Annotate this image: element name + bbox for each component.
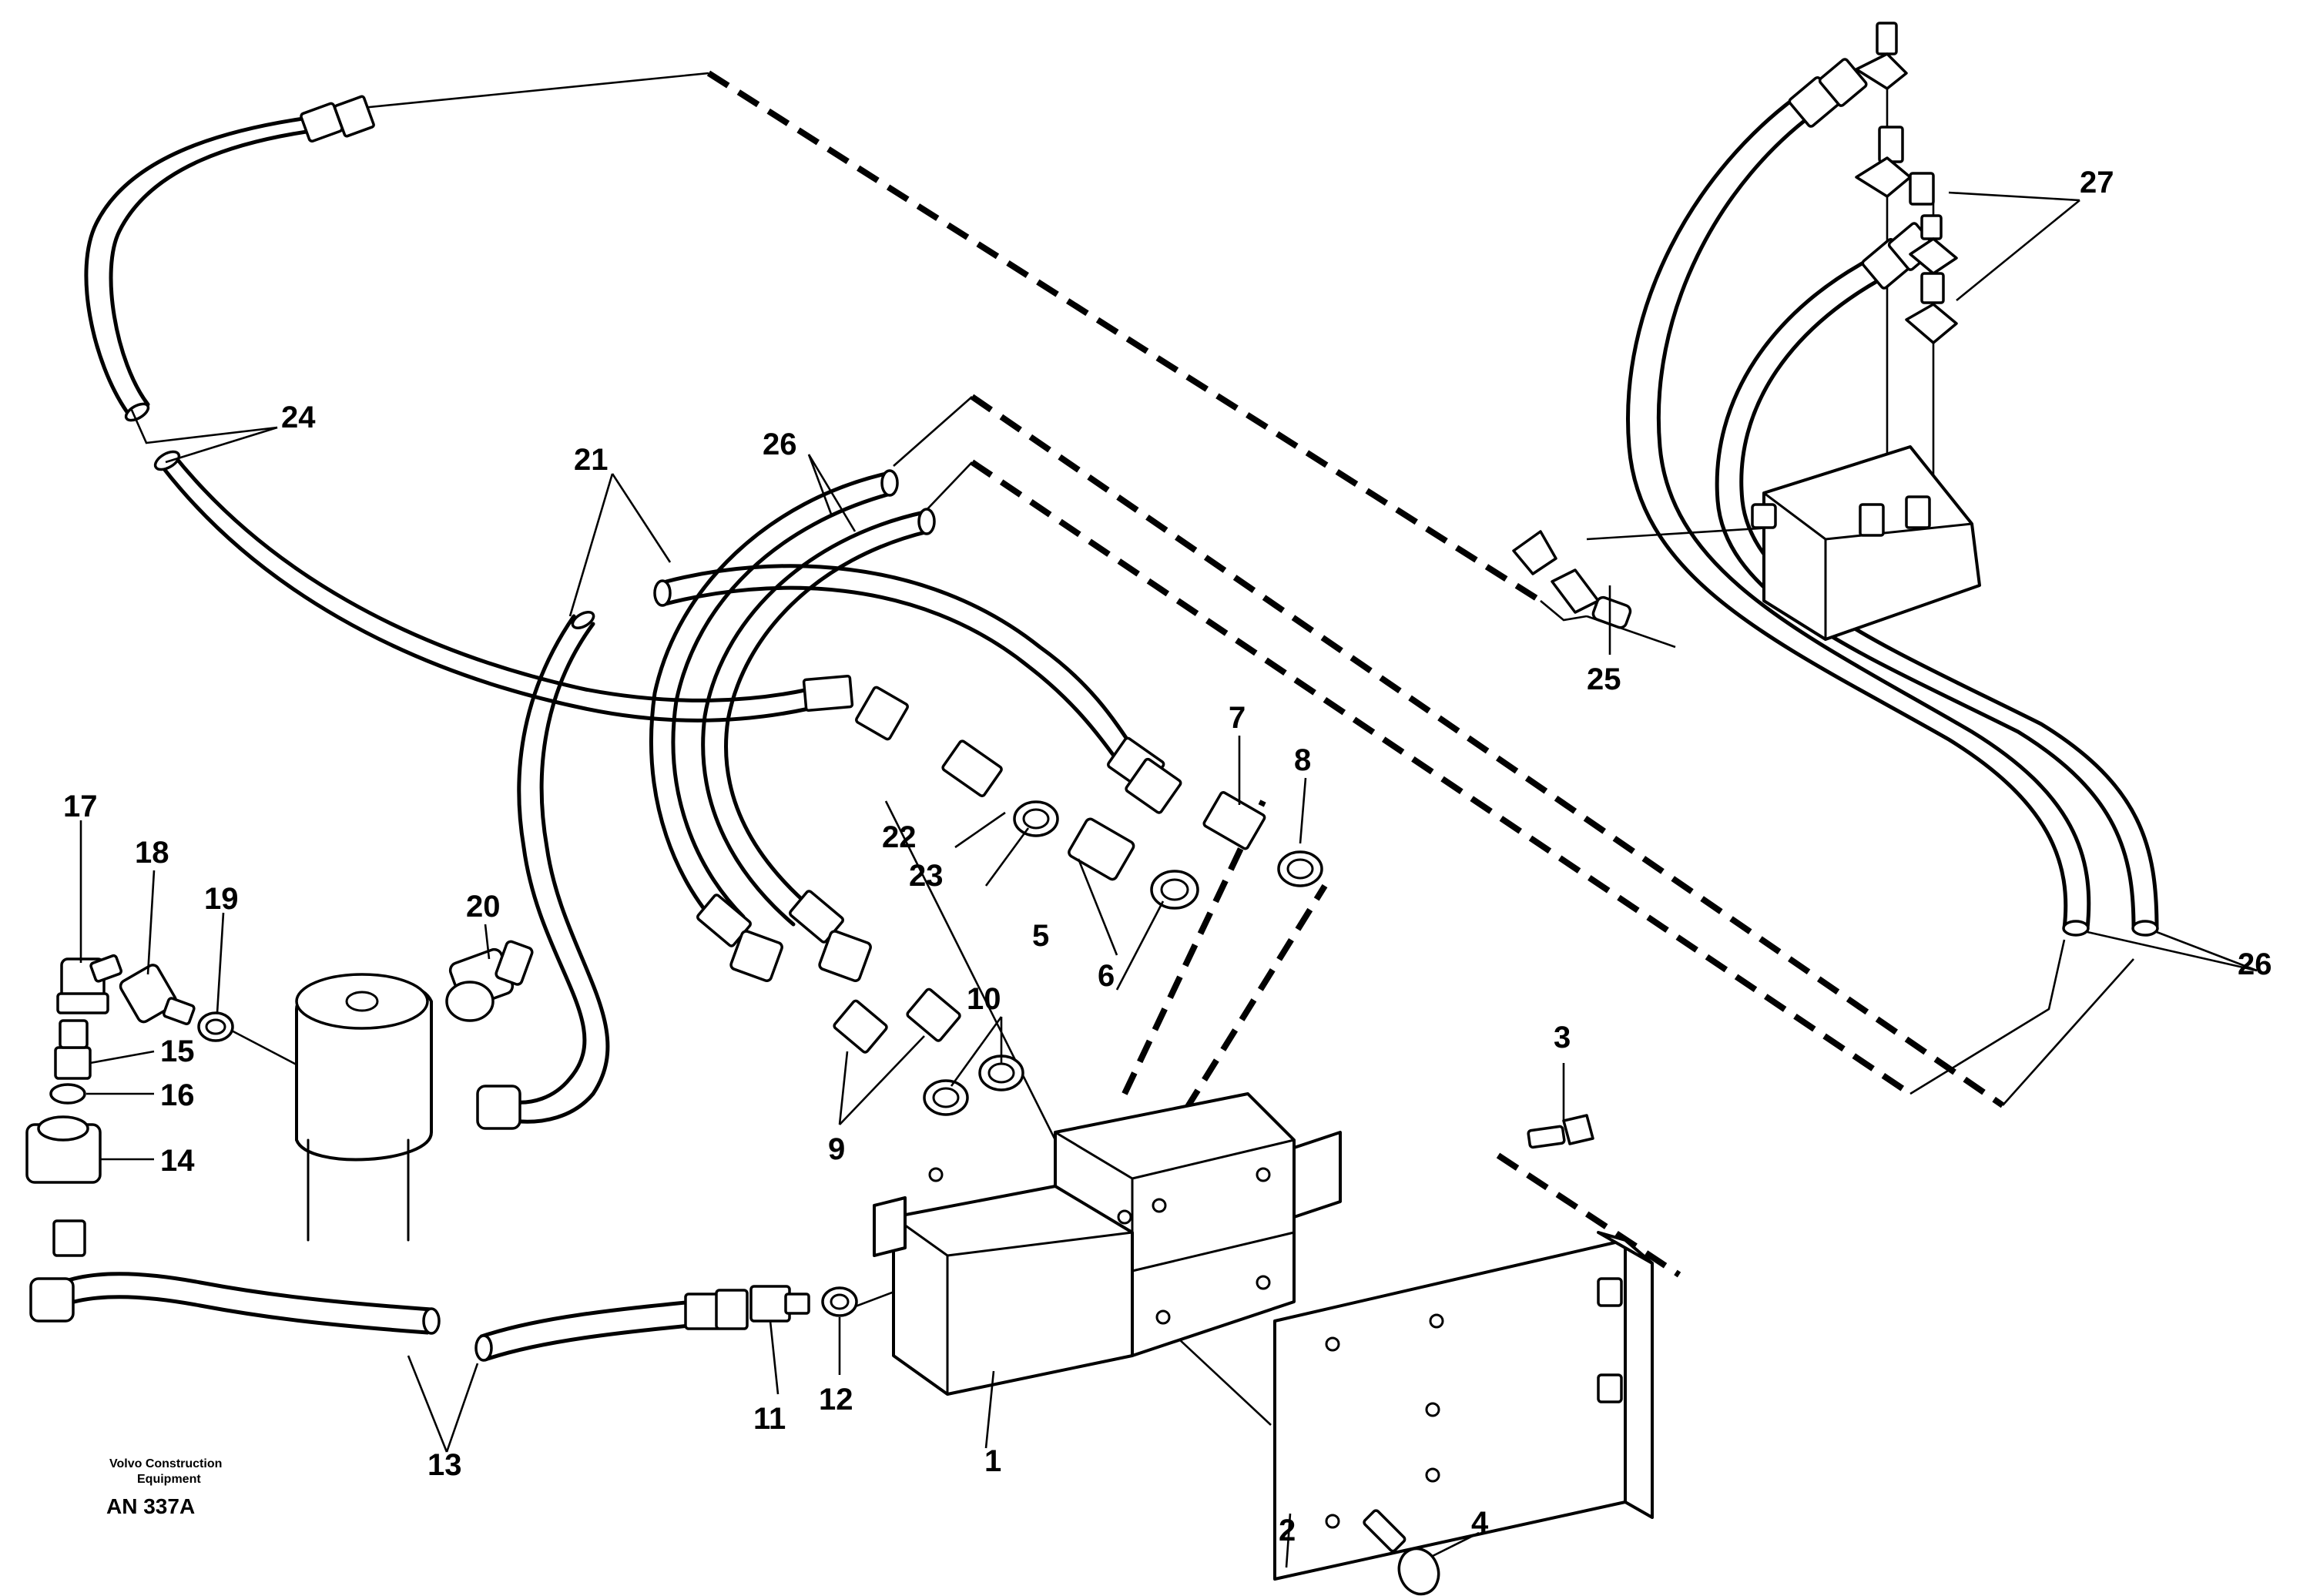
right-hose-assembly [1512, 22, 2159, 937]
callout-8: 8 [1294, 743, 1311, 777]
solenoid-and-left-fittings [25, 940, 858, 1362]
fittings-9-10 [833, 987, 1024, 1116]
hose-24 [84, 95, 909, 741]
callout-13: 13 [427, 1448, 462, 1482]
callout-22: 22 [882, 820, 917, 854]
callout-2: 2 [1279, 1514, 1296, 1547]
callout-27: 27 [2080, 166, 2114, 200]
callout-4: 4 [1471, 1506, 1489, 1540]
callout-11: 11 [753, 1402, 786, 1436]
callout-leaders [79, 191, 2258, 1568]
callout-3: 3 [1554, 1021, 1571, 1054]
callout-6: 6 [1098, 959, 1115, 993]
callout-18: 18 [135, 836, 169, 870]
callout-20: 20 [466, 890, 501, 924]
dashed-assembly-lines [706, 70, 2005, 1278]
valve-body [873, 1092, 1342, 1396]
callout-10: 10 [967, 982, 1001, 1016]
callout-14: 14 [160, 1144, 195, 1178]
bracket [1273, 1231, 1654, 1581]
callout-26-left: 26 [763, 428, 797, 461]
callout-21: 21 [574, 443, 609, 477]
bolts [1363, 1114, 1594, 1596]
hose-26-group [649, 469, 936, 983]
callout-26-right: 26 [2238, 947, 2272, 981]
callout-15: 15 [160, 1034, 195, 1068]
callout-24: 24 [281, 401, 316, 434]
callout-9: 9 [828, 1132, 845, 1166]
caption-company-sub: Equipment [137, 1473, 201, 1486]
caption: Volvo Construction Equipment AN 337A [106, 1457, 222, 1518]
callout-19: 19 [204, 882, 239, 916]
callout-5: 5 [1032, 919, 1049, 953]
callout-16: 16 [160, 1078, 195, 1112]
fittings-row [941, 739, 1323, 910]
callout-7: 7 [1229, 701, 1246, 735]
caption-company: Volvo Construction [109, 1457, 222, 1470]
callout-17: 17 [63, 790, 98, 823]
callout-1: 1 [984, 1444, 1001, 1478]
callout-numbers: 1 2 3 4 5 6 7 8 9 10 11 12 13 14 15 16 1… [63, 166, 2272, 1547]
caption-code: AN 337A [106, 1494, 195, 1518]
callout-25: 25 [1587, 662, 1621, 696]
callout-23: 23 [909, 859, 944, 893]
callout-12: 12 [819, 1383, 853, 1417]
